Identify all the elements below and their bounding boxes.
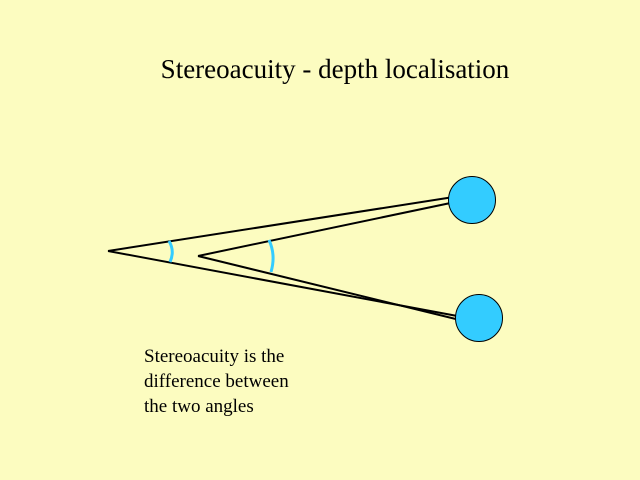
caption-text: Stereoacuity is the difference between t… <box>144 344 289 419</box>
left-eye-circle <box>455 294 503 342</box>
caption-line: difference between <box>144 371 289 392</box>
near-target-line-to-right-eye <box>197 200 461 257</box>
caption-line: Stereoacuity is the <box>144 346 285 367</box>
right-eye-circle <box>448 176 496 224</box>
near-target-line-to-left-eye <box>197 255 469 323</box>
slide-title: Stereoacuity - depth localisation <box>160 54 510 84</box>
far-angle-arc <box>167 240 174 263</box>
near-angle-arc <box>267 239 275 273</box>
caption-line: the two angles <box>144 396 254 417</box>
far-target-line-to-right-eye <box>107 195 461 252</box>
